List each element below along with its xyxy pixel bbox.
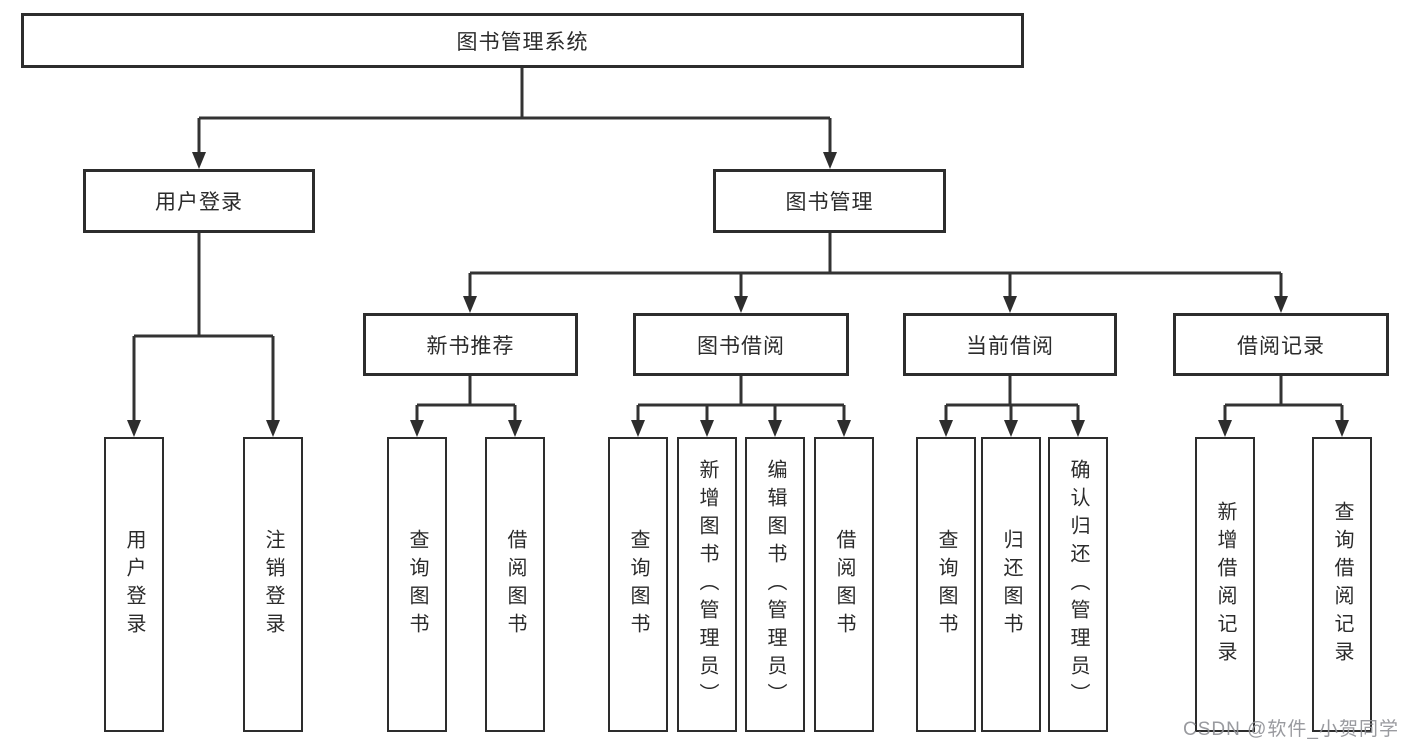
leaf-borrow-books-recommend-label: 借阅图书 <box>504 528 526 641</box>
node-user-login-group: 用户登录 <box>83 169 315 233</box>
node-library-management-system: 图书管理系统 <box>21 13 1024 68</box>
node-user-login-group-label: 用户登录 <box>155 191 243 214</box>
node-new-book-recommend-label: 新书推荐 <box>426 334 515 358</box>
node-current-borrowing: 当前借阅 <box>903 313 1117 376</box>
leaf-logout: 注销登录 <box>243 437 303 732</box>
leaf-return-books-label: 归还图书 <box>1000 528 1022 641</box>
leaf-edit-books-admin-label: 编辑图书（管理员） <box>764 458 786 711</box>
leaf-query-borrow-record-label: 查询借阅记录 <box>1331 500 1353 669</box>
node-book-management-label: 图书管理 <box>785 191 874 214</box>
leaf-confirm-return-admin: 确认归还（管理员） <box>1048 437 1108 732</box>
leaf-borrow-books: 借阅图书 <box>814 437 874 732</box>
node-book-management: 图书管理 <box>713 169 946 233</box>
leaf-user-login-label: 用户登录 <box>123 528 145 641</box>
csdn-watermark: CSDN @软件_小贺同学 <box>1183 719 1399 740</box>
node-book-borrowing: 图书借阅 <box>633 313 849 376</box>
node-root-label: 图书管理系统 <box>456 30 589 54</box>
leaf-add-books-admin-label: 新增图书（管理员） <box>696 458 718 711</box>
leaf-borrow-books-recommend: 借阅图书 <box>485 437 545 732</box>
leaf-add-borrow-record: 新增借阅记录 <box>1195 437 1255 732</box>
node-current-borrowing-label: 当前借阅 <box>966 334 1054 358</box>
leaf-query-books-current: 查询图书 <box>916 437 976 732</box>
leaf-query-books-borrowing-label: 查询图书 <box>627 528 649 641</box>
leaf-query-borrow-record: 查询借阅记录 <box>1312 437 1372 732</box>
leaf-query-books-recommend: 查询图书 <box>387 437 447 732</box>
node-borrowing-records: 借阅记录 <box>1173 313 1389 376</box>
arrowheads <box>127 152 1349 437</box>
leaf-query-books-borrowing: 查询图书 <box>608 437 668 732</box>
node-borrowing-records-label: 借阅记录 <box>1237 334 1325 358</box>
leaf-confirm-return-admin-label: 确认归还（管理员） <box>1067 458 1089 711</box>
leaf-add-borrow-record-label: 新增借阅记录 <box>1214 500 1236 669</box>
leaf-logout-label: 注销登录 <box>262 528 284 641</box>
leaf-query-books-current-label: 查询图书 <box>935 528 957 641</box>
leaf-edit-books-admin: 编辑图书（管理员） <box>745 437 805 732</box>
node-book-borrowing-label: 图书借阅 <box>697 334 785 358</box>
node-new-book-recommend: 新书推荐 <box>363 313 578 376</box>
leaf-add-books-admin: 新增图书（管理员） <box>677 437 737 732</box>
leaf-query-books-recommend-label: 查询图书 <box>406 528 428 641</box>
leaf-borrow-books-label: 借阅图书 <box>833 528 855 641</box>
leaf-user-login: 用户登录 <box>104 437 164 732</box>
leaf-return-books: 归还图书 <box>981 437 1041 732</box>
